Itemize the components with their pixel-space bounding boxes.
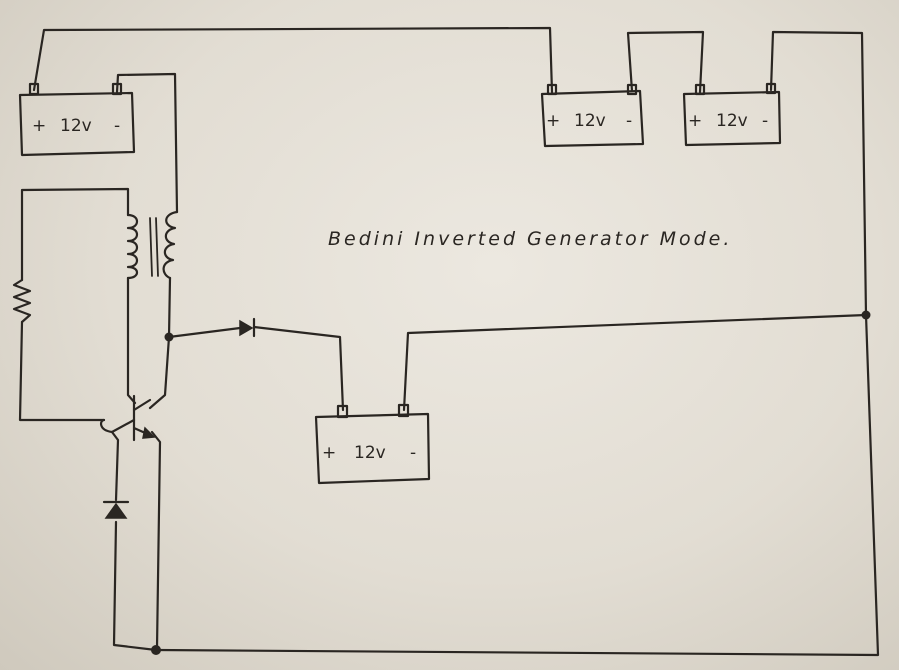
wires [18, 26, 880, 657]
wire-series-link [626, 30, 705, 94]
battery-plus: + [32, 116, 46, 136]
battery-plus: + [322, 443, 336, 463]
wire-right-rail [154, 30, 880, 657]
wire-top-loop [32, 26, 554, 94]
coil-core-1 [149, 217, 153, 277]
diagram-title: Bedini Inverted Generator Mode. [328, 228, 732, 250]
battery-label: 12v [60, 116, 92, 136]
wire-coil-left-bottom [126, 276, 137, 405]
wire-coil-collector [167, 276, 172, 339]
coil-left [126, 213, 139, 280]
battery-minus: - [626, 111, 632, 131]
battery-label: 12v [574, 111, 606, 131]
battery-top-right: + 12v - [682, 82, 782, 147]
resistor [12, 278, 32, 324]
wire-emitter [150, 430, 162, 650]
transistor-emitter-arrow [142, 426, 156, 439]
wire-base-down [110, 430, 158, 652]
wire-charge-minus [402, 313, 868, 412]
battery-bottom-center: + 12v - [314, 403, 431, 485]
transformer-coils [126, 210, 179, 280]
battery-top-middle: + 12v - [540, 83, 645, 148]
battery-minus: - [114, 116, 120, 136]
battery-minus: - [410, 443, 416, 463]
battery-plus: + [546, 111, 560, 131]
transistor-base-lead [99, 418, 136, 434]
node-right-rail [861, 310, 871, 320]
transistor-collector-lead [132, 398, 152, 412]
battery-top-left: + 12v - [18, 82, 136, 157]
wire-left-minus [115, 72, 179, 214]
diode-bottom [102, 500, 130, 519]
coil-core-2 [155, 217, 159, 277]
wire-trigger-top [20, 187, 130, 282]
wire-trigger-bottom [18, 320, 106, 422]
battery-label: 12v [354, 443, 386, 463]
battery-minus: - [762, 111, 768, 131]
battery-label: 12v [716, 111, 748, 131]
coil-right [162, 210, 179, 280]
node-bottom [151, 645, 161, 655]
wire-collector [148, 335, 171, 410]
diode-top [239, 317, 256, 338]
wire-charge-plus [167, 325, 345, 412]
battery-plus: + [688, 111, 702, 131]
node-collector [164, 332, 174, 342]
transistor [99, 394, 156, 442]
